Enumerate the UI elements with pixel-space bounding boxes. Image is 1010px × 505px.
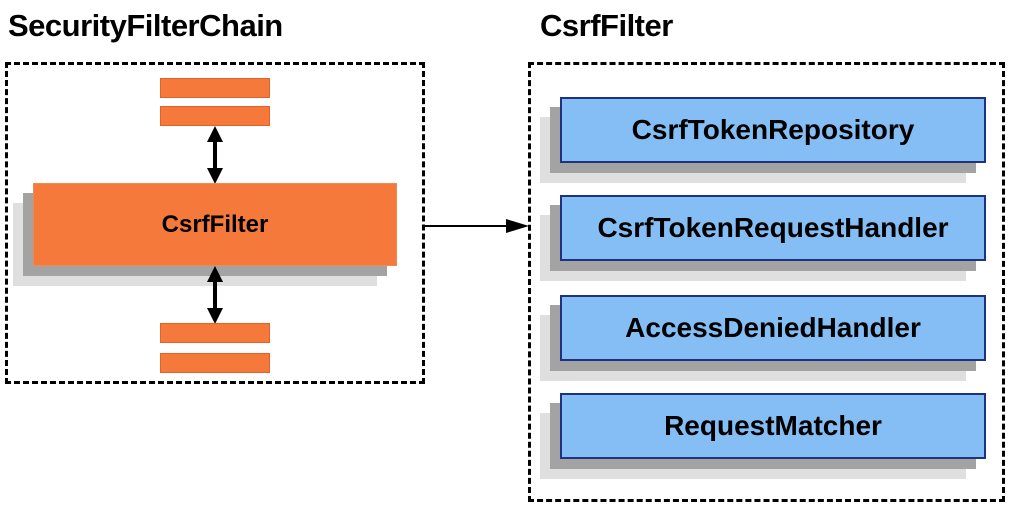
component-label: RequestMatcher (560, 393, 986, 459)
csrf-filter-box-label: CsrfFilter (33, 183, 397, 266)
component-label: CsrfTokenRequestHandler (560, 195, 986, 261)
csrf-token-request-handler-box: CsrfTokenRequestHandler (540, 195, 986, 281)
component-label: CsrfTokenRepository (560, 97, 986, 163)
access-denied-handler-box: AccessDeniedHandler (540, 295, 986, 381)
csrf-token-repository-box: CsrfTokenRepository (540, 97, 986, 183)
security-filter-chain-panel (5, 62, 425, 384)
double-headed-arrow-icon (207, 126, 223, 184)
double-headed-arrow-icon (207, 266, 223, 324)
filter-stack-bar (160, 106, 270, 126)
csrf-filter-box: CsrfFilter (13, 183, 397, 286)
csrf-filter-title: CsrfFilter (540, 8, 673, 43)
filter-stack-bar (160, 78, 270, 98)
security-filter-chain-title: SecurityFilterChain (8, 8, 283, 43)
filter-stack-bar (160, 323, 270, 343)
right-arrow-icon (425, 219, 529, 233)
request-matcher-box: RequestMatcher (540, 393, 986, 479)
csrf-filter-components-panel (528, 62, 1005, 502)
filter-stack-bar (160, 353, 270, 373)
component-label: AccessDeniedHandler (560, 295, 986, 361)
